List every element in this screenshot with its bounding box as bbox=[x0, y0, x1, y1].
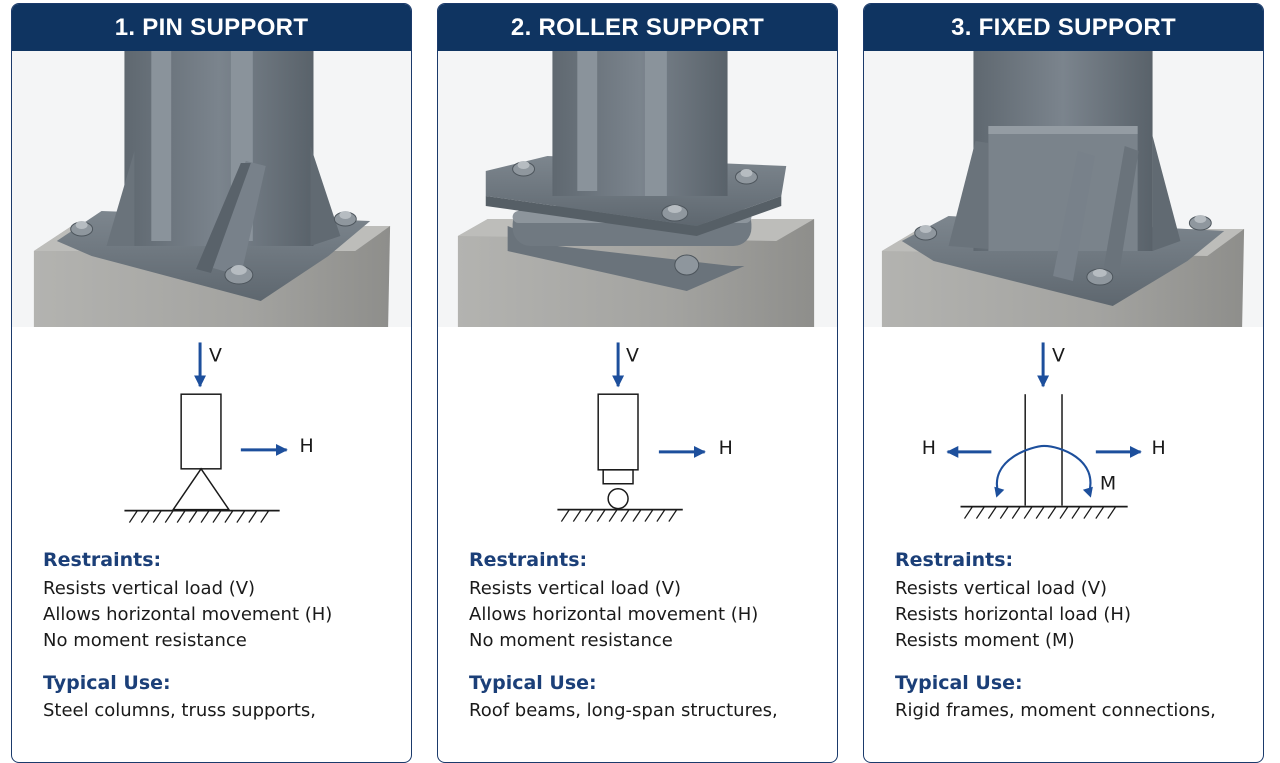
column-symbol bbox=[180, 393, 222, 470]
restraint-line: Allows horizontal movement (H) bbox=[469, 604, 759, 625]
fixed-support-photo bbox=[864, 51, 1263, 327]
pin-triangle bbox=[171, 467, 231, 511]
card-pin-support: 1. PIN SUPPORT bbox=[11, 3, 412, 763]
pin-support-diagram: V H bbox=[12, 334, 411, 534]
restraint-line: Allows horizontal movement (H) bbox=[43, 604, 333, 625]
restraint-line: Resists horizontal load (H) bbox=[895, 604, 1131, 625]
label-m: M bbox=[1100, 473, 1116, 495]
card-title: 3. FIXED SUPPORT bbox=[864, 4, 1263, 51]
typical-use-text: Rigid frames, moment connections, bbox=[895, 700, 1216, 721]
restraint-line: Resists vertical load (V) bbox=[43, 578, 256, 599]
restraints-title: Restraints: bbox=[895, 549, 1014, 571]
typical-use-text: Steel columns, truss supports, bbox=[43, 700, 316, 721]
restraint-line: Resists vertical load (V) bbox=[469, 578, 682, 599]
roller-plate bbox=[602, 469, 634, 485]
ground-hatch bbox=[963, 506, 1117, 519]
label-h: H bbox=[300, 435, 314, 457]
moment-arc bbox=[995, 444, 1092, 495]
label-h: H bbox=[719, 437, 733, 459]
restraints-title: Restraints: bbox=[469, 549, 588, 571]
label-v: V bbox=[626, 344, 639, 366]
restraint-line: Resists vertical load (V) bbox=[895, 578, 1108, 599]
card-title: 1. PIN SUPPORT bbox=[12, 4, 411, 51]
fixed-support-diagram: V H H M bbox=[864, 334, 1263, 534]
restraint-line: No moment resistance bbox=[43, 630, 247, 651]
column-symbol bbox=[597, 393, 639, 471]
ground-hatch bbox=[560, 509, 678, 522]
roller-circle bbox=[607, 487, 629, 510]
typical-use-title: Typical Use: bbox=[43, 672, 171, 694]
card-title: 2. ROLLER SUPPORT bbox=[438, 4, 837, 51]
restraint-line: Resists moment (M) bbox=[895, 630, 1075, 651]
label-v: V bbox=[1052, 344, 1065, 366]
ground-hatch bbox=[128, 510, 270, 523]
typical-use-title: Typical Use: bbox=[895, 672, 1023, 694]
typical-use-text: Roof beams, long-span structures, bbox=[469, 700, 778, 721]
pin-support-photo bbox=[12, 51, 411, 327]
roller-support-diagram: V H bbox=[438, 334, 837, 534]
restraint-line: No moment resistance bbox=[469, 630, 673, 651]
label-h-left: H bbox=[922, 437, 936, 459]
moment-arrowhead-left bbox=[994, 486, 1005, 498]
moment-arrowhead-right bbox=[1082, 486, 1093, 498]
card-fixed-support: 3. FIXED SUPPORT bbox=[863, 3, 1264, 763]
card-roller-support: 2. ROLLER SUPPORT bbox=[437, 3, 838, 763]
label-h-right: H bbox=[1152, 437, 1166, 459]
roller-support-photo bbox=[438, 51, 837, 327]
typical-use-title: Typical Use: bbox=[469, 672, 597, 694]
restraints-title: Restraints: bbox=[43, 549, 162, 571]
label-v: V bbox=[209, 344, 222, 366]
